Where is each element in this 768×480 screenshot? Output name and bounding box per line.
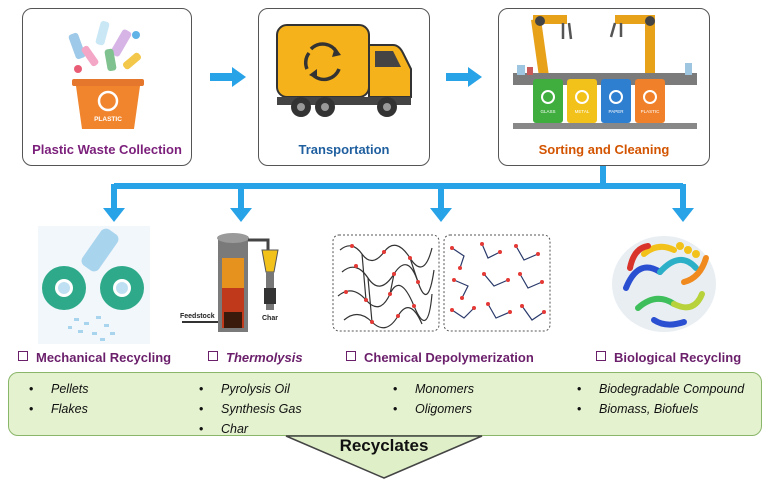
pyrolysis-reactor-illustration: Feedstock Char [180, 233, 279, 332]
method-label: Chemical Depolymerization [364, 350, 534, 365]
cyclone-separator [261, 249, 279, 273]
arrow-transport-to-sorting [446, 67, 482, 87]
bin-glass [533, 79, 563, 123]
bin-plastic-label: PLASTIC [641, 109, 661, 114]
recyclates-arrow [285, 435, 483, 479]
products-panel: Pellets Flakes Pyrolysis Oil Synthesis G… [8, 372, 762, 439]
method-label: Thermolysis [226, 350, 303, 365]
products-chemical: Monomers Oligomers [391, 379, 474, 419]
bottle-icon [122, 52, 142, 70]
bin-lid [72, 79, 144, 86]
feedstock-label: Feedstock [180, 313, 215, 320]
method-label: Mechanical Recycling [36, 350, 172, 365]
bottle-icon [81, 45, 99, 67]
bin-metal-label: METAL [575, 109, 590, 114]
robot-arm-icon [609, 15, 655, 77]
bin-glass-label: GLASS [540, 109, 555, 114]
bottle-icon [68, 32, 86, 60]
product-item: Biodegradable Compound [575, 379, 744, 399]
collection-box: PLASTIC Plastic Waste Collection [22, 8, 192, 166]
bottle-icon [110, 29, 132, 57]
robot-arm-icon [531, 15, 573, 78]
recyclates-label: Recyclates [339, 436, 429, 455]
bin-paper-label: PAPER [609, 109, 625, 114]
bin-plastic [635, 79, 665, 123]
checkbox-square-icon [596, 351, 606, 361]
sorting-robots-illustration: GLASS METAL PAPER PLASTIC [513, 15, 697, 129]
products-thermolysis: Pyrolysis Oil Synthesis Gas Char [197, 379, 302, 439]
product-item: Pellets [27, 379, 89, 399]
method-thermolysis: Thermolysis [208, 350, 303, 365]
bin-body [76, 86, 140, 129]
protein-ribbon [623, 243, 709, 328]
polymer-depolymerization-illustration [332, 234, 551, 332]
checkbox-square-icon [346, 351, 356, 361]
char-label: Char [262, 315, 278, 322]
sorting-box: GLASS METAL PAPER PLASTIC Sorting and Cl… [498, 8, 710, 166]
product-item: Char [197, 419, 302, 439]
fragment-network [451, 243, 545, 321]
product-item: Flakes [27, 399, 89, 419]
enzyme-protein-illustration [612, 236, 716, 332]
product-item: Synthesis Gas [197, 399, 302, 419]
truck-illustration [276, 24, 412, 117]
bottle-icon [81, 228, 119, 272]
stage-label-collection: Plastic Waste Collection [32, 142, 182, 157]
product-item: Monomers [391, 379, 474, 399]
branching-arrows [103, 166, 694, 222]
bin-metal [567, 79, 597, 123]
truck-cargo [276, 24, 370, 98]
method-chemical-depolymerization: Chemical Depolymerization [346, 350, 534, 365]
checkbox-square-icon [18, 351, 28, 361]
products-biological: Biodegradable Compound Biomass, Biofuels [575, 379, 744, 419]
bin-label: PLASTIC [94, 116, 122, 123]
product-item: Oligomers [391, 399, 474, 419]
bottle-icon [104, 48, 117, 72]
arrow-collection-to-transport [210, 67, 246, 87]
bin-paper [601, 79, 631, 123]
method-label: Biological Recycling [614, 350, 742, 365]
stage-label-sorting: Sorting and Cleaning [538, 142, 670, 157]
shredder-illustration [38, 226, 150, 344]
product-item: Pyrolysis Oil [197, 379, 302, 399]
product-item: Biomass, Biofuels [575, 399, 744, 419]
method-biological-recycling: Biological Recycling [596, 350, 741, 365]
sorting-bins: GLASS METAL PAPER PLASTIC [533, 79, 665, 123]
checkbox-square-icon [208, 351, 218, 361]
transportation-box: Transportation [258, 8, 430, 166]
products-mechanical: Pellets Flakes [27, 379, 89, 419]
plastic-waste-bin-illustration: PLASTIC [68, 21, 144, 129]
bottle-icon [95, 21, 110, 46]
method-mechanical-recycling: Mechanical Recycling [18, 350, 171, 365]
stage-label-transportation: Transportation [298, 142, 390, 157]
